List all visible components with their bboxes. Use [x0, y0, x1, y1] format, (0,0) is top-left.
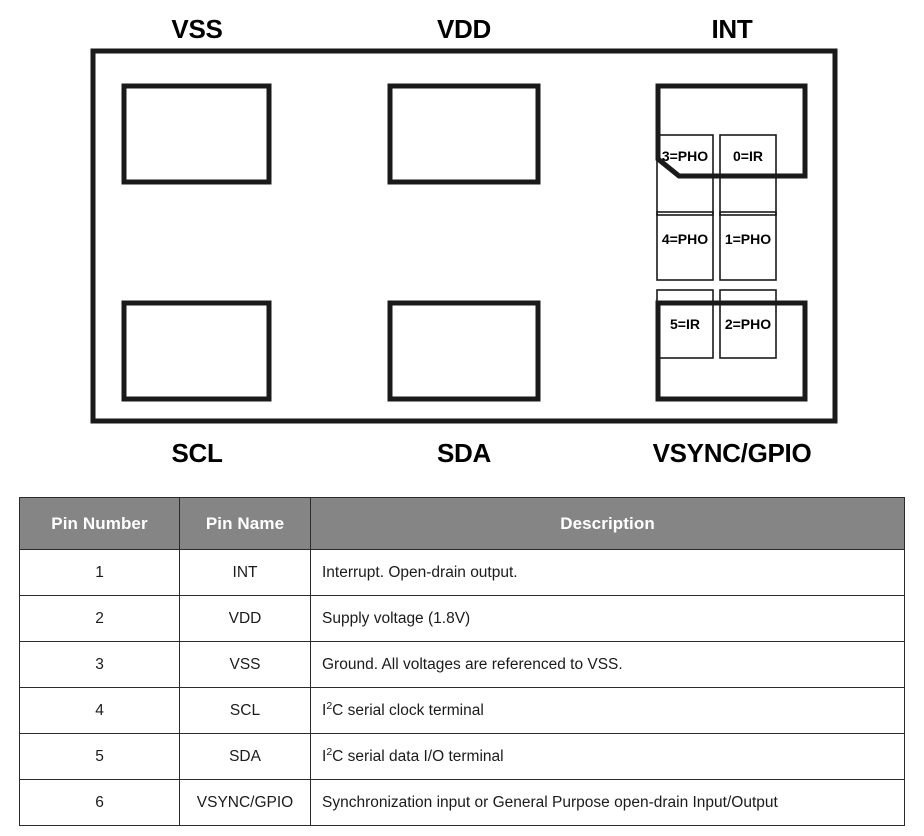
table-row: 6 VSYNC/GPIO Synchronization input or Ge… — [19, 779, 905, 826]
cell-pin-name: VSYNC/GPIO — [179, 779, 311, 826]
desc-superscript: 2 — [326, 745, 333, 758]
cell-description: Interrupt. Open-drain output. — [310, 549, 905, 596]
pin-description-table: Pin Number Pin Name Description 1 INT In… — [19, 497, 905, 826]
cell-pin-name: VSS — [179, 641, 311, 688]
pin-label-top-vdd: VDD — [437, 14, 491, 44]
zone-cell-1-label: 1=PHO — [725, 231, 771, 247]
cell-description: Supply voltage (1.8V) — [310, 595, 905, 642]
pad-vsync-bottom-right — [655, 300, 808, 402]
pin-table-body: 1 INT Interrupt. Open-drain output. 2 VD… — [19, 549, 905, 826]
cell-pin-name: SCL — [179, 687, 311, 734]
zone-cell-0-box — [719, 134, 777, 216]
cell-pin-name: INT — [179, 549, 311, 596]
cell-description: I2C serial clock terminal — [310, 687, 905, 734]
desc-suffix: C serial data I/O terminal — [332, 747, 504, 765]
cell-description: Synchronization input or General Purpose… — [310, 779, 905, 826]
desc-suffix: C serial clock terminal — [332, 701, 484, 719]
table-header-row: Pin Number Pin Name Description — [19, 497, 905, 550]
cell-pin-number: 3 — [19, 641, 180, 688]
desc-prefix: I — [322, 701, 327, 719]
table-row: 5 SDA I2C serial data I/O terminal — [19, 733, 905, 780]
zone-cell-5-box — [656, 289, 714, 359]
pin-label-top-vss: VSS — [171, 14, 222, 44]
desc-suffix: Supply voltage (1.8V) — [322, 609, 471, 627]
desc-prefix: I — [322, 747, 327, 765]
zone-cell-2-label: 2=PHO — [725, 316, 771, 332]
table-row: 3 VSS Ground. All voltages are reference… — [19, 641, 905, 688]
table-row: 4 SCL I2C serial clock terminal — [19, 687, 905, 734]
zone-cell-0-label: 0=IR — [733, 148, 763, 164]
header-pin-name: Pin Name — [179, 497, 311, 550]
zone-cell-3-box — [656, 134, 714, 216]
cell-pin-name: VDD — [179, 595, 311, 642]
desc-suffix: Ground. All voltages are referenced to V… — [322, 655, 623, 673]
package-pinout-diagram: VSS VDD INT 3=PHO 0=IR 4=PHO 1=PHO 5=IR … — [90, 14, 838, 468]
desc-suffix: Interrupt. Open-drain output. — [322, 563, 518, 581]
zone-cell-4-label: 4=PHO — [662, 231, 708, 247]
cell-description: I2C serial data I/O terminal — [310, 733, 905, 780]
table-row: 2 VDD Supply voltage (1.8V) — [19, 595, 905, 642]
pad-sda-bottom-middle — [387, 300, 541, 402]
cell-pin-number: 4 — [19, 687, 180, 734]
pad-int-top-right — [655, 83, 808, 179]
table-row: 1 INT Interrupt. Open-drain output. — [19, 549, 905, 596]
pin-label-bottom-scl: SCL — [171, 438, 223, 468]
cell-pin-number: 6 — [19, 779, 180, 826]
pin-label-top-int: INT — [712, 14, 753, 44]
cell-pin-number: 1 — [19, 549, 180, 596]
pad-vss-top-left — [121, 83, 272, 185]
cell-pin-name: SDA — [179, 733, 311, 780]
pin-label-bottom-sda: SDA — [437, 438, 492, 468]
zone-cell-5-label: 5=IR — [670, 316, 700, 332]
cell-pin-number: 2 — [19, 595, 180, 642]
pad-scl-bottom-left — [121, 300, 272, 402]
zone-cell-1-box — [719, 211, 777, 281]
pin-label-bottom-vsync: VSYNC/GPIO — [653, 438, 812, 468]
cell-description: Ground. All voltages are referenced to V… — [310, 641, 905, 688]
header-description: Description — [310, 497, 905, 550]
header-pin-number: Pin Number — [19, 497, 180, 550]
zone-cell-4-box — [656, 211, 714, 281]
desc-superscript: 2 — [326, 699, 333, 712]
desc-suffix: Synchronization input or General Purpose… — [322, 793, 778, 811]
pad-vdd-top-middle — [387, 83, 541, 185]
pin-table-container: Pin Number Pin Name Description 1 INT In… — [19, 497, 905, 826]
zone-cell-3-label: 3=PHO — [662, 148, 708, 164]
cell-pin-number: 5 — [19, 733, 180, 780]
zone-cell-2-box — [719, 289, 777, 359]
